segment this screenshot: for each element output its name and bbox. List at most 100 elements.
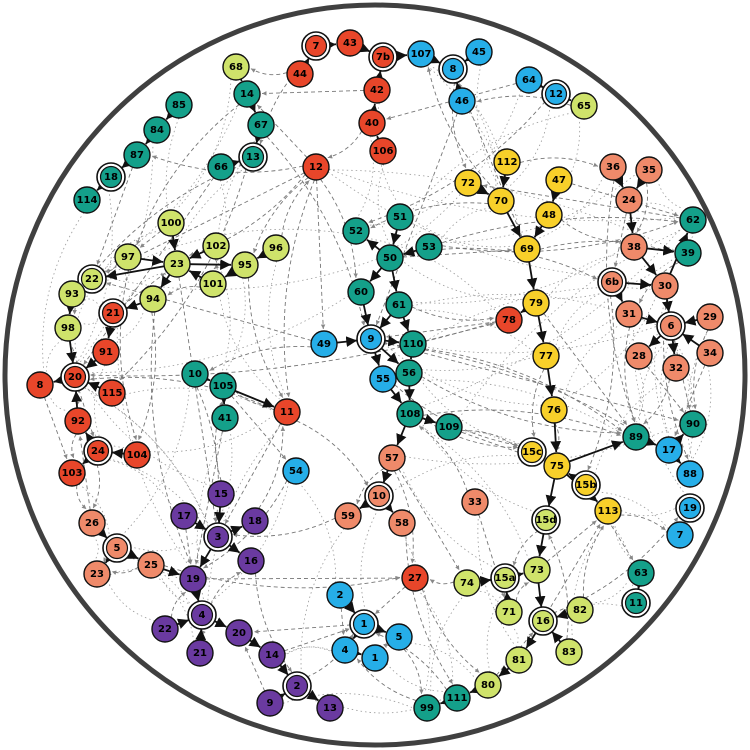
node-15b[interactable]: 15b	[571, 470, 601, 500]
node-115[interactable]: 115	[98, 379, 126, 407]
node-94[interactable]: 94	[139, 285, 167, 313]
node-15d[interactable]: 15d	[531, 505, 561, 535]
node-6b[interactable]: 6b	[597, 267, 627, 297]
node-22b[interactable]: 22	[151, 615, 179, 643]
node-23a[interactable]: 23	[163, 250, 191, 278]
node-69[interactable]: 69	[513, 235, 541, 263]
node-17a[interactable]: 17	[170, 502, 198, 530]
node-104[interactable]: 104	[123, 441, 151, 469]
node-5b[interactable]: 5	[385, 623, 413, 651]
node-73[interactable]: 73	[523, 556, 551, 584]
node-66[interactable]: 66	[207, 153, 235, 181]
node-15a[interactable]: 15a	[490, 563, 520, 593]
node-81[interactable]: 81	[505, 646, 533, 674]
node-20b[interactable]: 20	[225, 619, 253, 647]
node-60[interactable]: 60	[347, 278, 375, 306]
node-90[interactable]: 90	[679, 410, 707, 438]
node-7b[interactable]: 7b	[368, 42, 398, 72]
node-106[interactable]: 106	[369, 137, 397, 165]
node-24a[interactable]: 24	[615, 186, 643, 214]
node-26[interactable]: 26	[78, 509, 106, 537]
node-64[interactable]: 64	[515, 66, 543, 94]
node-10b[interactable]: 10	[181, 360, 209, 388]
node-44[interactable]: 44	[286, 60, 314, 88]
node-61[interactable]: 61	[385, 291, 413, 319]
node-11a[interactable]: 11	[273, 398, 301, 426]
node-72[interactable]: 72	[454, 169, 482, 197]
node-76[interactable]: 76	[540, 396, 568, 424]
node-56[interactable]: 56	[395, 359, 423, 387]
node-103[interactable]: 103	[58, 459, 86, 487]
node-14a[interactable]: 14	[233, 80, 261, 108]
node-3[interactable]: 3	[203, 522, 233, 552]
node-75[interactable]: 75	[543, 452, 571, 480]
node-32[interactable]: 32	[662, 354, 690, 382]
node-96[interactable]: 96	[262, 234, 290, 262]
node-70[interactable]: 70	[487, 187, 515, 215]
node-48[interactable]: 48	[535, 201, 563, 229]
node-21a[interactable]: 21	[98, 298, 128, 328]
node-1b[interactable]: 1	[361, 644, 389, 672]
node-1a[interactable]: 1	[349, 609, 379, 639]
node-105[interactable]: 105	[209, 372, 237, 400]
node-114[interactable]: 114	[73, 186, 101, 214]
node-53[interactable]: 53	[415, 233, 443, 261]
node-15[interactable]: 15	[207, 480, 235, 508]
node-29[interactable]: 29	[696, 303, 724, 331]
node-30[interactable]: 30	[651, 272, 679, 300]
node-15c[interactable]: 15c	[517, 437, 547, 467]
node-82[interactable]: 82	[566, 596, 594, 624]
node-101[interactable]: 101	[199, 270, 227, 298]
node-17b[interactable]: 17	[655, 436, 683, 464]
node-85[interactable]: 85	[165, 91, 193, 119]
node-63[interactable]: 63	[627, 559, 655, 587]
node-47[interactable]: 47	[545, 166, 573, 194]
node-12b[interactable]: 12	[302, 153, 330, 181]
node-4[interactable]: 4	[187, 600, 217, 630]
node-39[interactable]: 39	[674, 239, 702, 267]
node-98[interactable]: 98	[54, 314, 82, 342]
node-79[interactable]: 79	[522, 289, 550, 317]
node-52[interactable]: 52	[342, 217, 370, 245]
node-89[interactable]: 89	[622, 423, 650, 451]
node-8a[interactable]: 8	[438, 54, 468, 84]
node-41[interactable]: 41	[211, 404, 239, 432]
node-111[interactable]: 111	[443, 684, 471, 712]
node-93[interactable]: 93	[58, 280, 86, 308]
node-67[interactable]: 67	[247, 111, 275, 139]
node-107[interactable]: 107	[407, 40, 435, 68]
node-84[interactable]: 84	[143, 116, 171, 144]
node-12a[interactable]: 12	[541, 79, 571, 109]
node-50[interactable]: 50	[376, 244, 404, 272]
node-8b[interactable]: 8	[26, 371, 54, 399]
node-80[interactable]: 80	[474, 671, 502, 699]
node-83[interactable]: 83	[555, 638, 583, 666]
node-43[interactable]: 43	[336, 29, 364, 57]
node-78[interactable]: 78	[495, 306, 523, 334]
node-18a[interactable]: 18	[96, 162, 126, 192]
node-95[interactable]: 95	[231, 251, 259, 279]
node-25[interactable]: 25	[137, 551, 165, 579]
node-97[interactable]: 97	[114, 243, 142, 271]
node-59[interactable]: 59	[334, 502, 362, 530]
node-65[interactable]: 65	[570, 92, 598, 120]
node-87[interactable]: 87	[123, 141, 151, 169]
node-51[interactable]: 51	[386, 203, 414, 231]
node-9a[interactable]: 9	[356, 324, 386, 354]
node-35[interactable]: 35	[635, 156, 663, 184]
node-40[interactable]: 40	[358, 109, 386, 137]
node-7c[interactable]: 7	[666, 521, 694, 549]
node-57[interactable]: 57	[378, 444, 406, 472]
node-49[interactable]: 49	[310, 330, 338, 358]
node-2a[interactable]: 2	[282, 671, 312, 701]
node-112[interactable]: 112	[493, 148, 521, 176]
node-34[interactable]: 34	[696, 339, 724, 367]
node-54[interactable]: 54	[282, 457, 310, 485]
node-36[interactable]: 36	[599, 153, 627, 181]
node-21b[interactable]: 21	[186, 639, 214, 667]
node-108[interactable]: 108	[396, 400, 424, 428]
node-9b[interactable]: 9	[256, 689, 284, 717]
node-14b[interactable]: 14	[258, 641, 286, 669]
node-18b[interactable]: 18	[241, 507, 269, 535]
node-10a[interactable]: 10	[364, 481, 394, 511]
